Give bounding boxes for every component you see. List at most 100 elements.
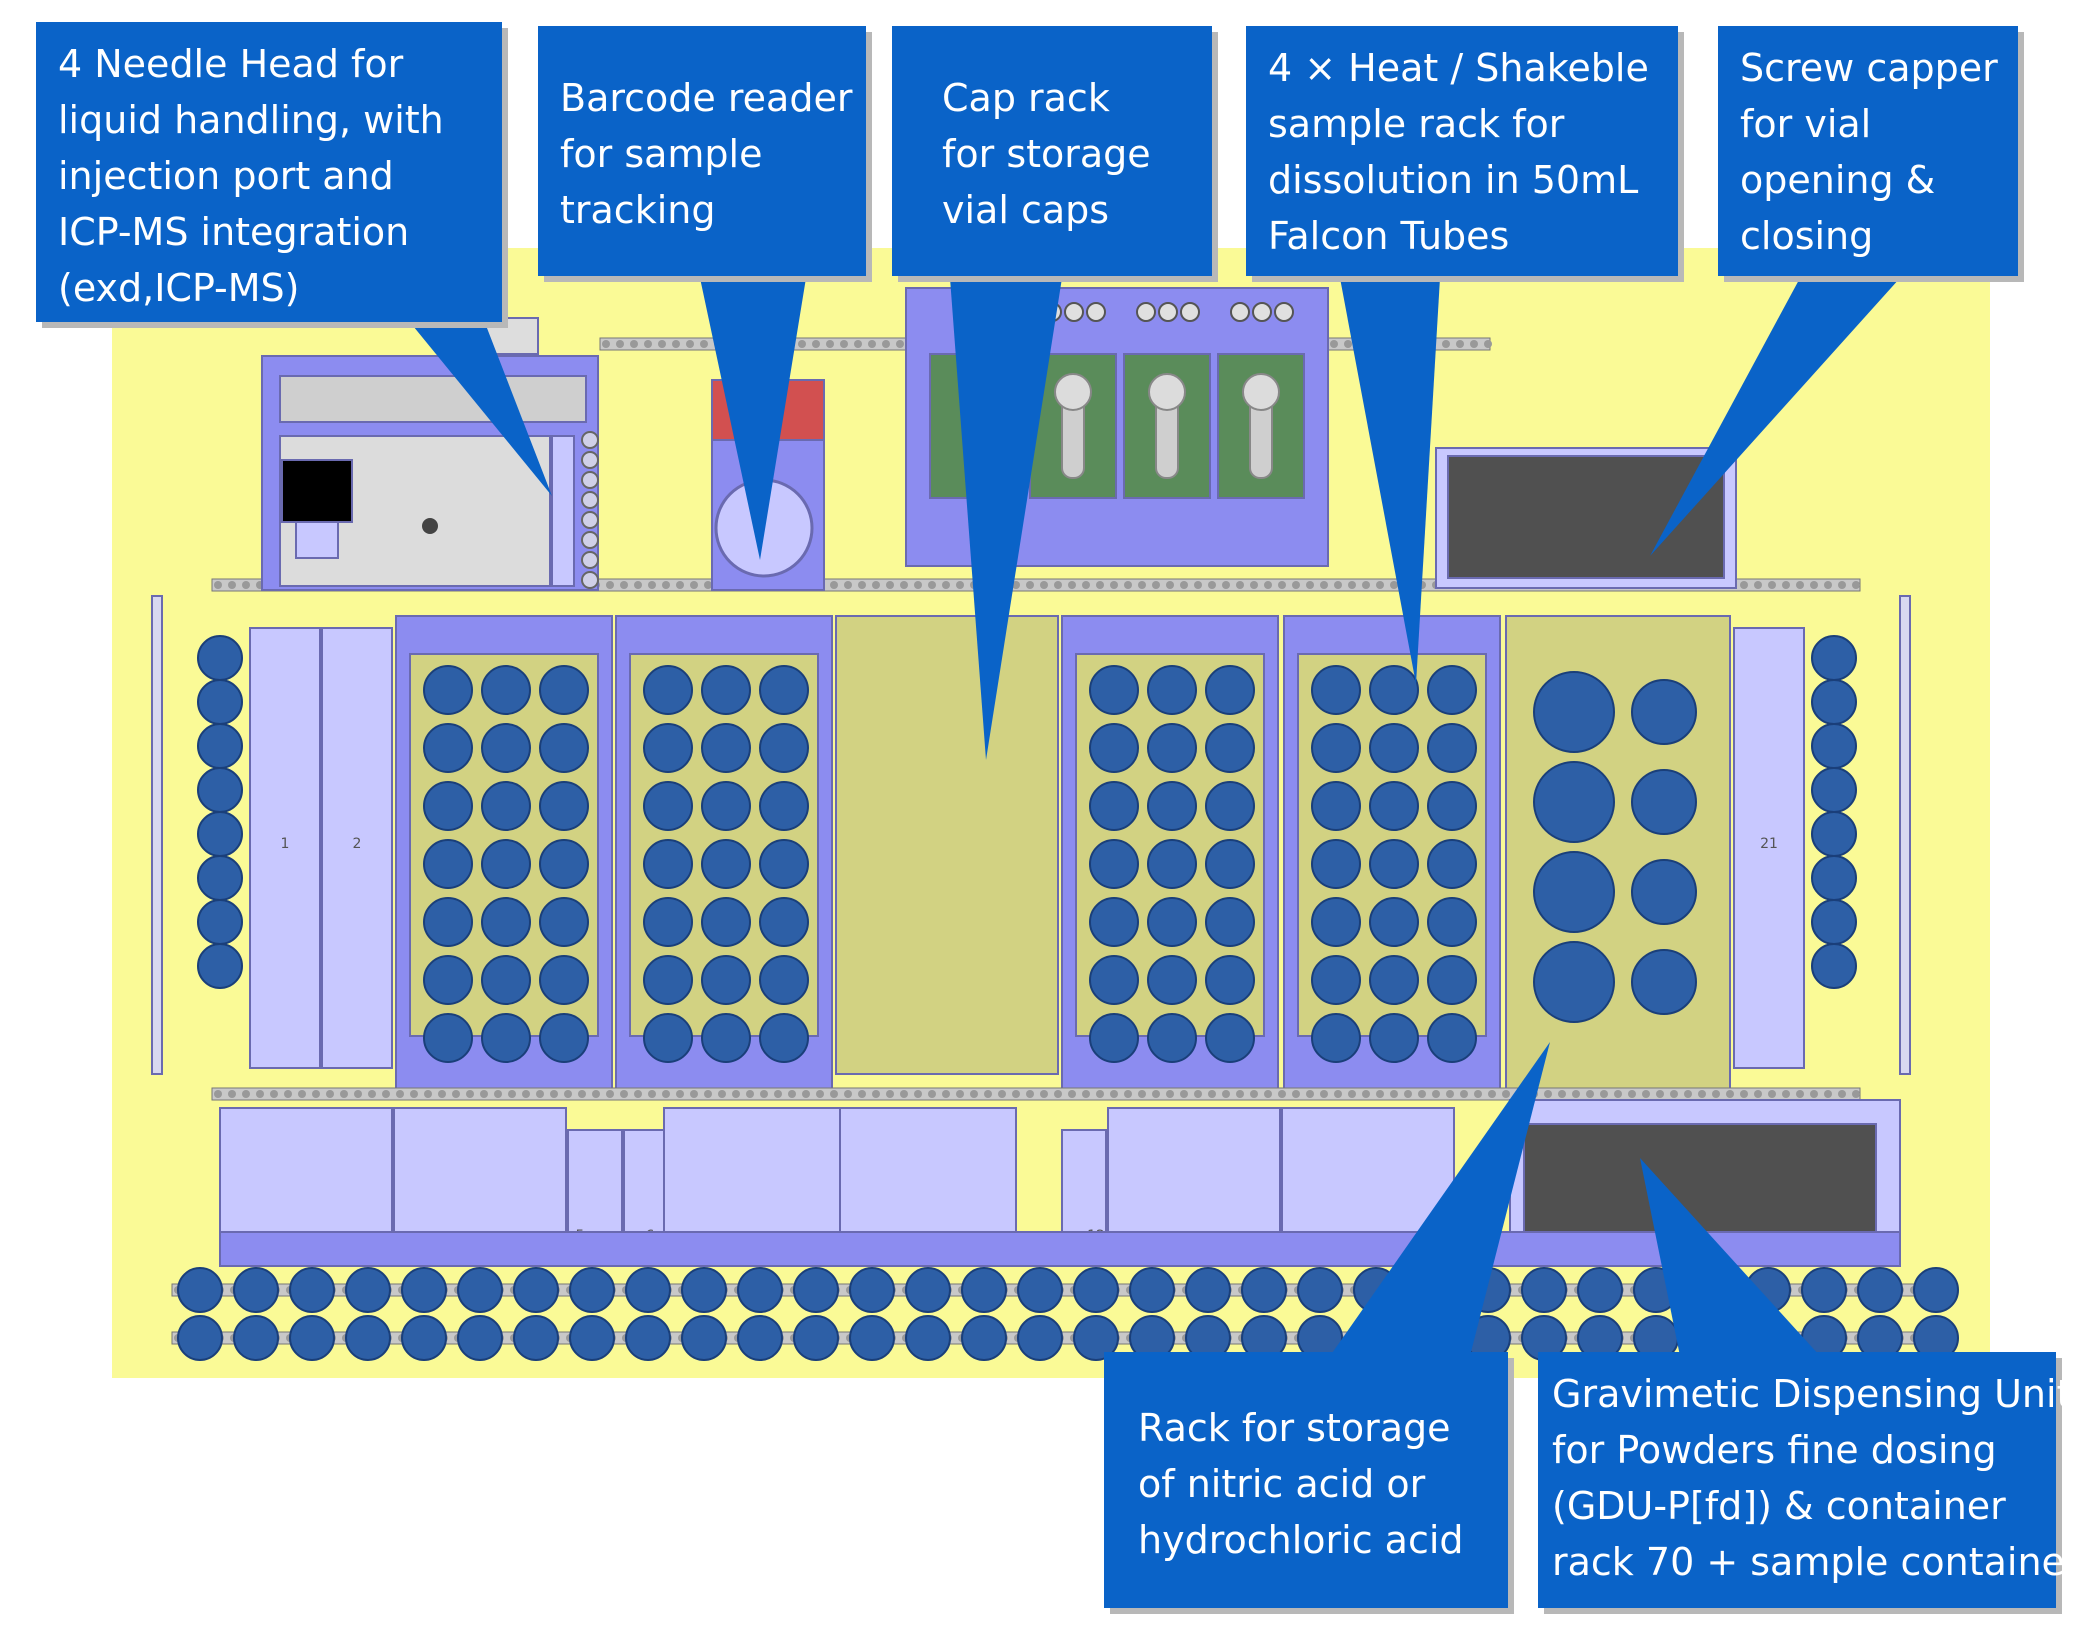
- rail-bead: [1152, 1090, 1160, 1098]
- rail-bead: [826, 340, 834, 348]
- sample-vial: [539, 955, 589, 1005]
- rail-bead: [658, 340, 666, 348]
- rail-bead: [1124, 581, 1132, 589]
- rail-bead: [970, 1090, 978, 1098]
- rail-bead: [424, 1090, 432, 1098]
- bottom-vial: [1913, 1267, 1959, 1313]
- sample-vial: [759, 897, 809, 947]
- sample-vial: [539, 723, 589, 773]
- sample-vial: [481, 897, 531, 947]
- rail-bead: [816, 1090, 824, 1098]
- rail-bead: [634, 1090, 642, 1098]
- rail-bead: [228, 1090, 236, 1098]
- bottom-vial: [1017, 1315, 1063, 1361]
- rail-bead: [1320, 1090, 1328, 1098]
- sample-vial: [1311, 665, 1361, 715]
- callout-screw-capper: Screw capper for vial opening & closing: [1718, 26, 2018, 276]
- rail-bead: [662, 581, 670, 589]
- sample-vial: [759, 955, 809, 1005]
- side-vial: [1811, 811, 1857, 857]
- side-vial: [197, 635, 243, 681]
- rail-bead: [326, 1090, 334, 1098]
- sample-vial: [1427, 1013, 1477, 1063]
- rail-bead: [354, 1090, 362, 1098]
- rail-bead: [900, 581, 908, 589]
- sample-vial: [1311, 723, 1361, 773]
- rail-bead: [690, 581, 698, 589]
- tube-sensor: [1230, 302, 1250, 322]
- injection-port-ring: [581, 571, 599, 589]
- rail-bead: [886, 581, 894, 589]
- sample-vial: [1369, 897, 1419, 947]
- callout-line: of nitric acid or: [1138, 1462, 1426, 1506]
- bottom-vial: [793, 1315, 839, 1361]
- rail-bead: [1390, 1090, 1398, 1098]
- rail-bead: [242, 581, 250, 589]
- bottom-vial: [961, 1267, 1007, 1313]
- callout-needle-head: 4 Needle Head for liquid handling, with …: [36, 22, 502, 322]
- rail-bead: [592, 1090, 600, 1098]
- sample-vial: [701, 1013, 751, 1063]
- rail-bead: [858, 1090, 866, 1098]
- bottom-vial: [233, 1267, 279, 1313]
- acid-bottle: [1631, 769, 1697, 835]
- rail-bead: [868, 340, 876, 348]
- rail-bead: [228, 581, 236, 589]
- pointer-cap-rack: [950, 278, 1062, 760]
- rail-bead: [1376, 581, 1384, 589]
- injection-port-ring: [581, 511, 599, 529]
- position-column: [249, 627, 321, 1069]
- rail-bead: [312, 1090, 320, 1098]
- sample-vial: [1311, 897, 1361, 947]
- rail-bead: [270, 1090, 278, 1098]
- sample-vial: [1311, 781, 1361, 831]
- rail-bead: [1012, 1090, 1020, 1098]
- bottom-vial: [513, 1315, 559, 1361]
- rail-bead: [732, 1090, 740, 1098]
- bottom-vial: [401, 1267, 447, 1313]
- rail-bead: [1484, 340, 1492, 348]
- sample-vial: [1311, 955, 1361, 1005]
- bottom-container: [623, 1129, 665, 1235]
- bottom-vial: [457, 1315, 503, 1361]
- callout-line: for sample: [560, 132, 763, 176]
- bottom-vial: [793, 1267, 839, 1313]
- rail-bead: [648, 581, 656, 589]
- rail-bead: [494, 1090, 502, 1098]
- sample-vial: [539, 665, 589, 715]
- acid-bottle: [1533, 851, 1615, 933]
- sample-vial: [1427, 955, 1477, 1005]
- pointer-heat-shake-rack: [1340, 278, 1440, 684]
- sample-vial: [423, 1013, 473, 1063]
- rail-bead: [644, 340, 652, 348]
- side-vial: [197, 855, 243, 901]
- rail-bead: [1782, 1090, 1790, 1098]
- bottom-vial: [1073, 1267, 1119, 1313]
- bottom-vial: [177, 1267, 223, 1313]
- bottom-vial: [849, 1267, 895, 1313]
- injection-port-ring: [581, 531, 599, 549]
- injection-port-ring: [581, 491, 599, 509]
- rail-bead: [1348, 1090, 1356, 1098]
- rail-bead: [1376, 1090, 1384, 1098]
- sample-vial: [1369, 955, 1419, 1005]
- callout-cap-rack: Cap rack for storage vial caps: [892, 26, 1212, 276]
- acid-bottle: [1533, 761, 1615, 843]
- callout-line: for vial: [1740, 102, 1872, 146]
- bottom-vial: [1521, 1267, 1567, 1313]
- rail-bead: [368, 1090, 376, 1098]
- rail-bead: [672, 340, 680, 348]
- sample-vial: [1311, 1013, 1361, 1063]
- sample-vial: [1205, 839, 1255, 889]
- rail-bead: [830, 581, 838, 589]
- sample-vial: [481, 1013, 531, 1063]
- bottom-vial: [625, 1267, 671, 1313]
- rail-bead: [1040, 1090, 1048, 1098]
- sample-vial: [481, 781, 531, 831]
- bottom-vial: [737, 1315, 783, 1361]
- rail-bead: [602, 340, 610, 348]
- rail-bead: [1796, 1090, 1804, 1098]
- rail-bead: [928, 581, 936, 589]
- sample-vial: [759, 1013, 809, 1063]
- sample-vial: [481, 665, 531, 715]
